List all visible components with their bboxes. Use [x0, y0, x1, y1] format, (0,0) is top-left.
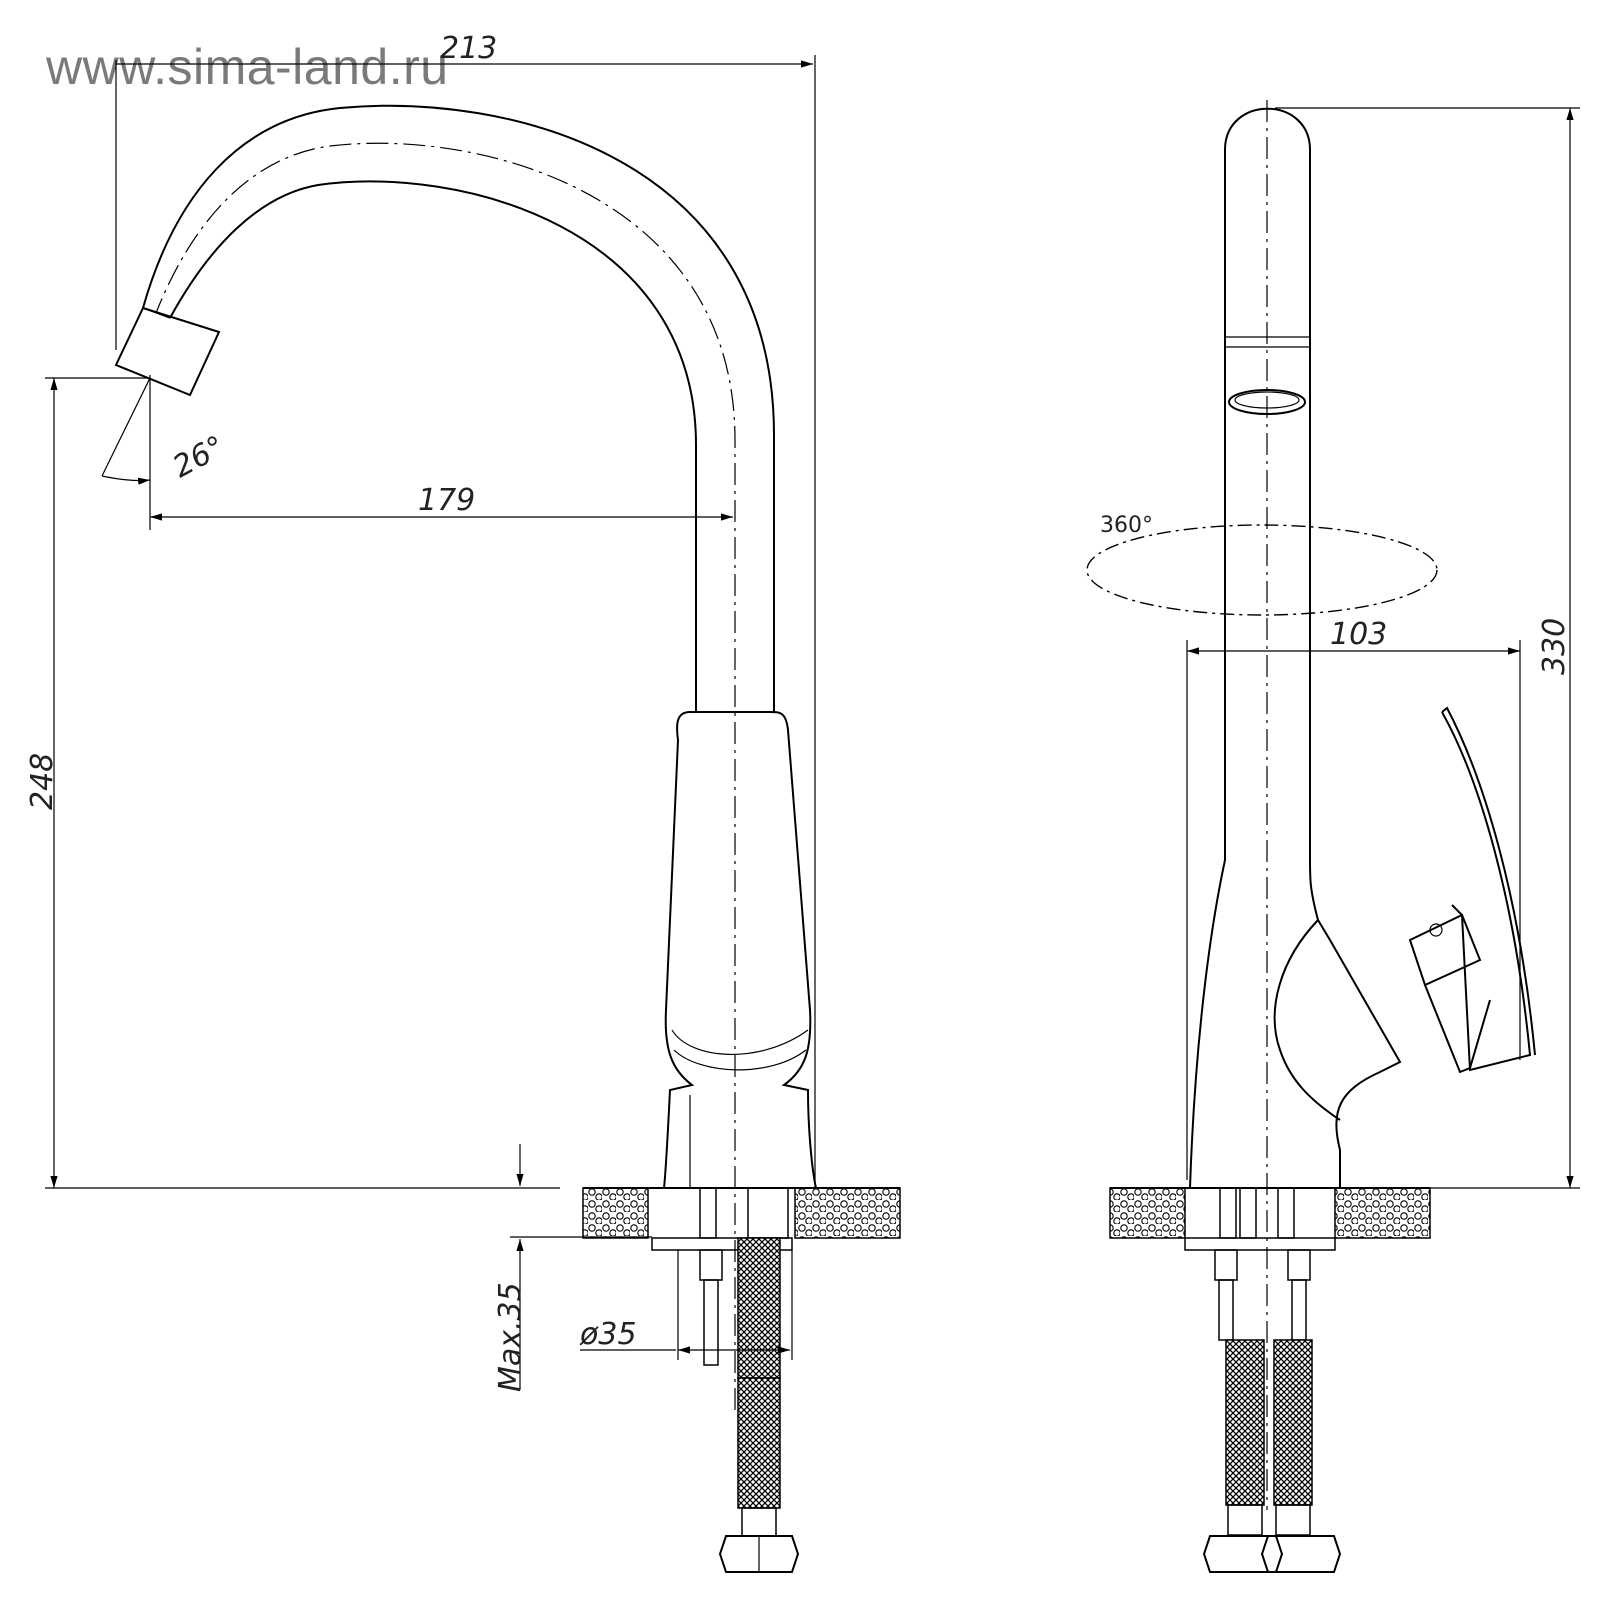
mixer-body-side	[1188, 706, 1536, 1189]
dim-hole-diameter	[580, 1250, 793, 1360]
spout-reach-label: 179	[418, 483, 475, 518]
mount-thickness-label: Max.35	[493, 1282, 528, 1392]
countertop-side	[1109, 1187, 1431, 1239]
dim-spout-height	[45, 377, 560, 1189]
dim-mount-thickness	[510, 1144, 652, 1390]
mount-hardware-front	[651, 1187, 800, 1573]
rotation-path	[1086, 524, 1438, 616]
overall-reach-label: 213	[440, 31, 497, 66]
hole-diameter-label: ø35	[579, 1317, 637, 1352]
countertop-front	[582, 1187, 901, 1239]
spout-height-label: 248	[25, 753, 60, 810]
dim-spout-reach	[149, 375, 733, 530]
spout-angle-label: 26°	[167, 429, 230, 485]
dim-base-depth	[1186, 640, 1521, 1180]
base-depth-label: 103	[1330, 617, 1387, 652]
spout-front	[114, 104, 775, 1410]
watermark: www.sima-land.ru	[46, 39, 449, 95]
mixer-body-front	[662, 711, 818, 1189]
dim-overall-reach	[115, 55, 816, 1188]
spout-side	[1224, 100, 1311, 1510]
total-height-label: 330	[1537, 618, 1572, 675]
mount-hardware-side	[1184, 1187, 1342, 1573]
dim-spout-angle	[101, 377, 151, 485]
dim-total-height	[1275, 107, 1580, 1189]
side-view: 360°	[1086, 100, 1580, 1573]
rotation-label: 360°	[1100, 513, 1153, 538]
front-view: 213 179 248 26° Max.35	[25, 31, 901, 1573]
